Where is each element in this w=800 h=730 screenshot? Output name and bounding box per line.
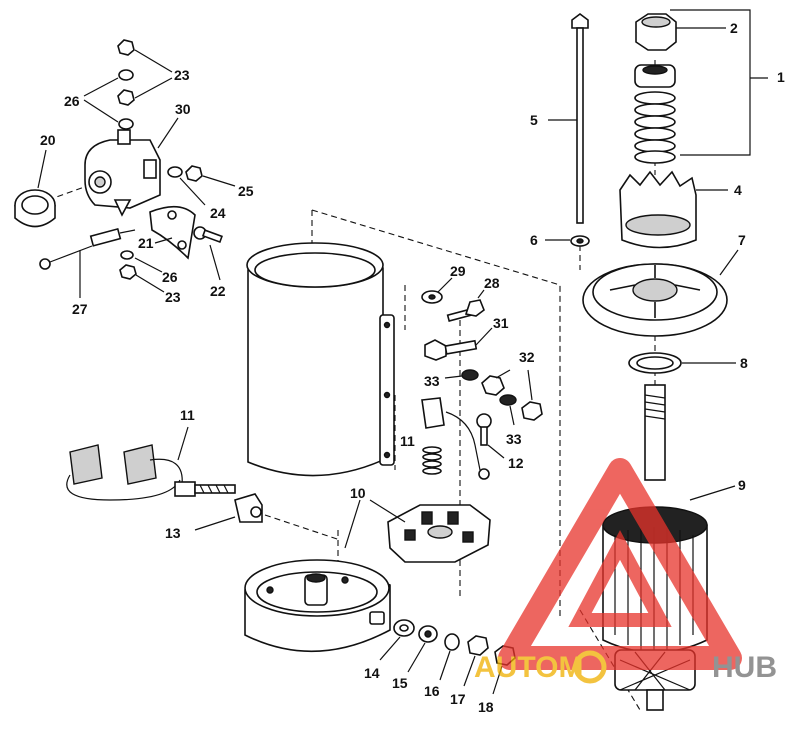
callout-5: 5	[530, 112, 538, 128]
terminal-screw	[446, 289, 485, 322]
callout-30: 30	[175, 101, 191, 117]
callout-17: 17	[450, 691, 466, 707]
callout-12: 12	[508, 455, 524, 471]
solenoid-boot	[14, 149, 56, 228]
bottom-washer-2	[407, 625, 438, 673]
drive-spring	[634, 91, 676, 164]
callout-2: 2	[730, 20, 738, 36]
brush-screw	[476, 413, 505, 459]
pinion-gear	[619, 170, 728, 249]
watermark-text-left: AUTOM	[474, 651, 583, 684]
callout-22: 22	[210, 283, 226, 299]
callout-23-bottom: 23	[165, 289, 181, 305]
callout-20: 20	[40, 132, 56, 148]
cable-lead	[39, 227, 136, 298]
terminal-washer	[421, 277, 453, 304]
callout-24: 24	[210, 205, 226, 221]
callout-10: 10	[350, 485, 366, 501]
watermark-text-right: HUB	[712, 651, 777, 684]
callout-21: 21	[138, 235, 154, 251]
callout-33-left: 33	[424, 373, 440, 389]
lock-washer-left	[444, 369, 479, 381]
bottom-lock-washer	[439, 633, 460, 681]
solenoid-body	[84, 117, 179, 217]
terminal-insulator	[194, 493, 263, 531]
callout-4: 4	[734, 182, 742, 198]
callout-29: 29	[450, 263, 466, 279]
callout-13: 13	[165, 525, 181, 541]
solenoid-washer-nut	[167, 165, 236, 206]
callout-11-brush-leads: 11	[180, 407, 195, 423]
commutator-end-cap	[244, 559, 391, 653]
callout-14: 14	[364, 665, 380, 681]
drive-spacer	[634, 64, 676, 88]
callout-31: 31	[493, 315, 509, 331]
callout-16: 16	[424, 683, 440, 699]
callout-25: 25	[238, 183, 254, 199]
watermark-triangle-outer	[498, 458, 742, 670]
solenoid-nuts	[83, 39, 173, 130]
bolt-washer	[545, 235, 590, 247]
callout-26-bottom: 26	[162, 269, 178, 285]
callout-32: 32	[519, 349, 535, 365]
thrust-washer	[628, 352, 736, 374]
callout-labels: 1 2 4 5 6 7 8 9 10 11 11 12 13 14 15 16 …	[40, 20, 785, 715]
end-plate	[582, 249, 739, 337]
callout-26-top: 26	[64, 93, 80, 109]
callout-15: 15	[392, 675, 408, 691]
bracket-screw	[193, 226, 223, 281]
callout-18: 18	[478, 699, 494, 715]
brush-lead-assembly	[66, 426, 236, 501]
field-frame-housing	[246, 242, 395, 477]
callout-1: 1	[777, 69, 785, 85]
bracket-nut-lockwasher	[119, 250, 165, 293]
automotohub-watermark: AUTOM HUB	[474, 458, 777, 684]
callout-33-right: 33	[506, 431, 522, 447]
terminal-stud	[424, 327, 493, 361]
drive-nut	[635, 13, 726, 51]
bottom-nut-1	[463, 635, 489, 687]
bottom-washer-1	[379, 619, 415, 661]
callout-8: 8	[740, 355, 748, 371]
callout-11-brush-spring: 11	[400, 433, 415, 449]
callout-28: 28	[484, 275, 500, 291]
watermark-gear-icon	[573, 650, 607, 684]
through-bolt	[548, 13, 589, 224]
callout-7: 7	[738, 232, 746, 248]
watermark-triangle-inner	[568, 530, 672, 627]
brush-spring-set	[421, 397, 490, 480]
callout-23-top: 23	[174, 67, 190, 83]
mounting-bracket	[149, 205, 196, 260]
drive-bracket	[670, 9, 768, 156]
terminal-nut-pair	[481, 369, 543, 421]
callout-9: 9	[738, 477, 746, 493]
callout-6: 6	[530, 232, 538, 248]
callout-27: 27	[72, 301, 88, 317]
brush-holder-plate	[344, 499, 491, 563]
lock-washer-right	[499, 394, 517, 426]
